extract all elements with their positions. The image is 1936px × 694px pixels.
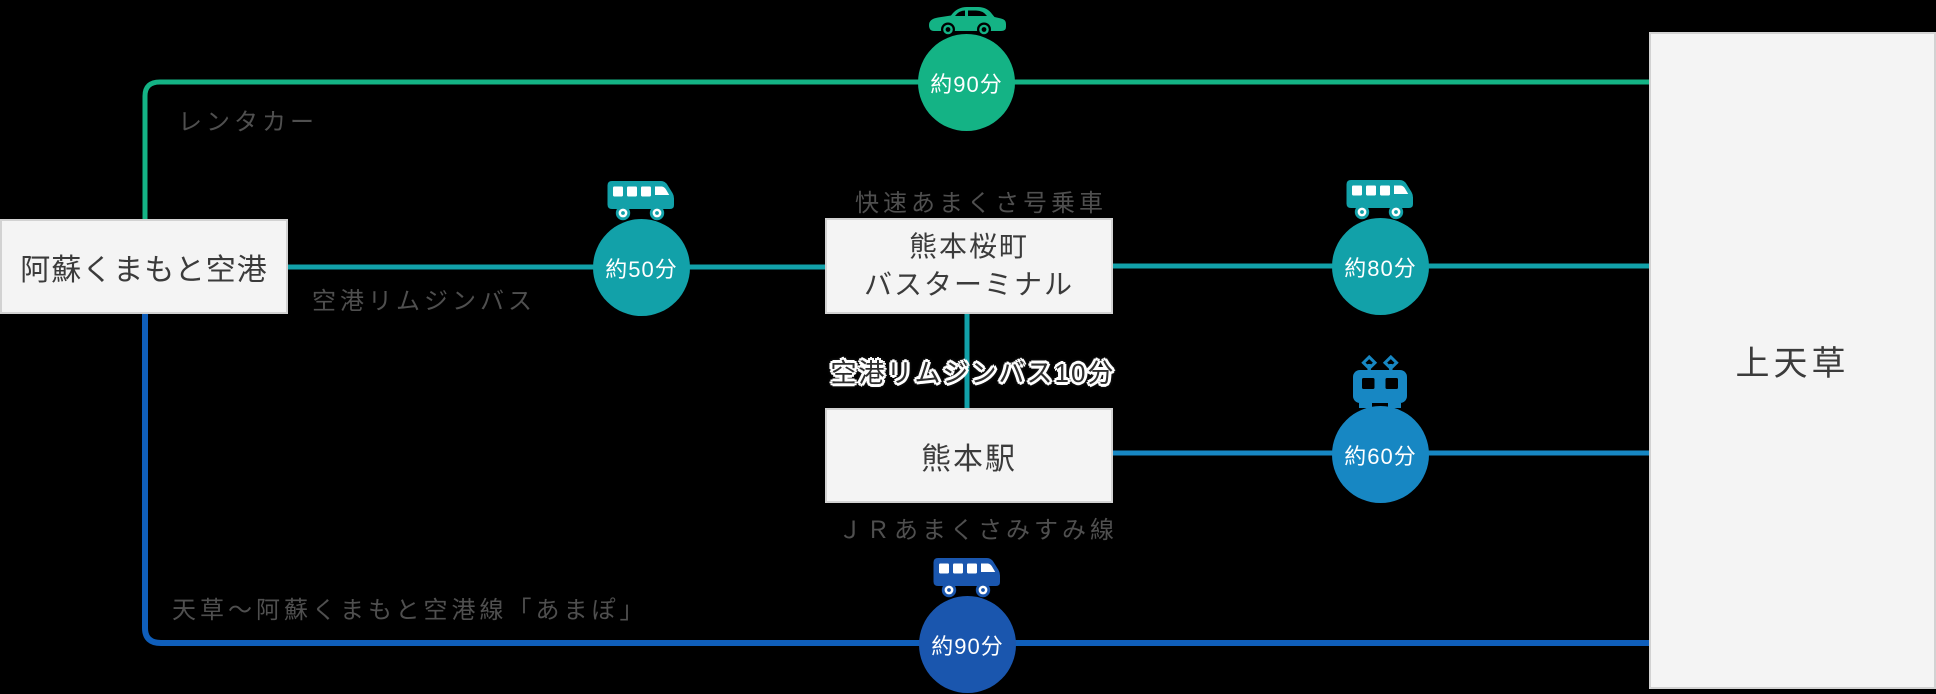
rental-car-route-label: レンタカー [178,109,318,136]
amapo-bus-duration: 約90分 [931,633,1004,659]
bus-icon [933,558,1000,598]
bus-terminal-label-line1: 熊本桜町 [908,231,1029,263]
kumamoto-station-node: 熊本駅 [825,408,1113,503]
rapid-bus-duration-badge: 約80分 [1332,218,1429,315]
limousine-bus-duration: 約50分 [605,256,678,282]
kumamoto-station-label: 熊本駅 [921,442,1017,476]
rental-car-duration: 約90分 [930,71,1003,97]
car-icon [929,7,1006,37]
train-icon [1353,355,1407,408]
airport-label: 阿蘇くまもと空港 [20,253,268,287]
rapid-bus-duration: 約80分 [1344,255,1417,281]
jr-duration-badge: 約60分 [1332,406,1429,503]
bus-terminal-node: 熊本桜町 バスターミナル [825,218,1113,314]
jr-route-label: ＪＲあまくさみすみ線 [838,517,1118,544]
amapo-bus-route-line [142,314,1649,646]
limousine-bus-route-label: 空港リムジンバス [312,288,536,315]
terminal-transfer-label: 空港リムジンバス10分 [830,358,1116,388]
amapo-bus-route-label: 天草〜阿蘇くまもと空港線「あまぽ」 [172,597,648,624]
bus-terminal-label-line2: バスターミナル [863,269,1074,300]
rental-car-duration-badge: 約90分 [918,34,1015,131]
jr-duration: 約60分 [1344,443,1417,469]
destination-label: 上天草 [1735,345,1850,383]
rapid-bus-route-label: 快速あまくさ号乗車 [855,190,1107,217]
rental-car-route-line [142,79,1649,219]
airport-node: 阿蘇くまもと空港 [0,219,288,314]
limousine-bus-duration-badge: 約50分 [593,219,690,316]
destination-node: 上天草 [1649,32,1936,689]
amapo-bus-duration-badge: 約90分 [919,596,1016,693]
bus-icon [607,181,674,221]
bus-icon [1346,180,1413,220]
